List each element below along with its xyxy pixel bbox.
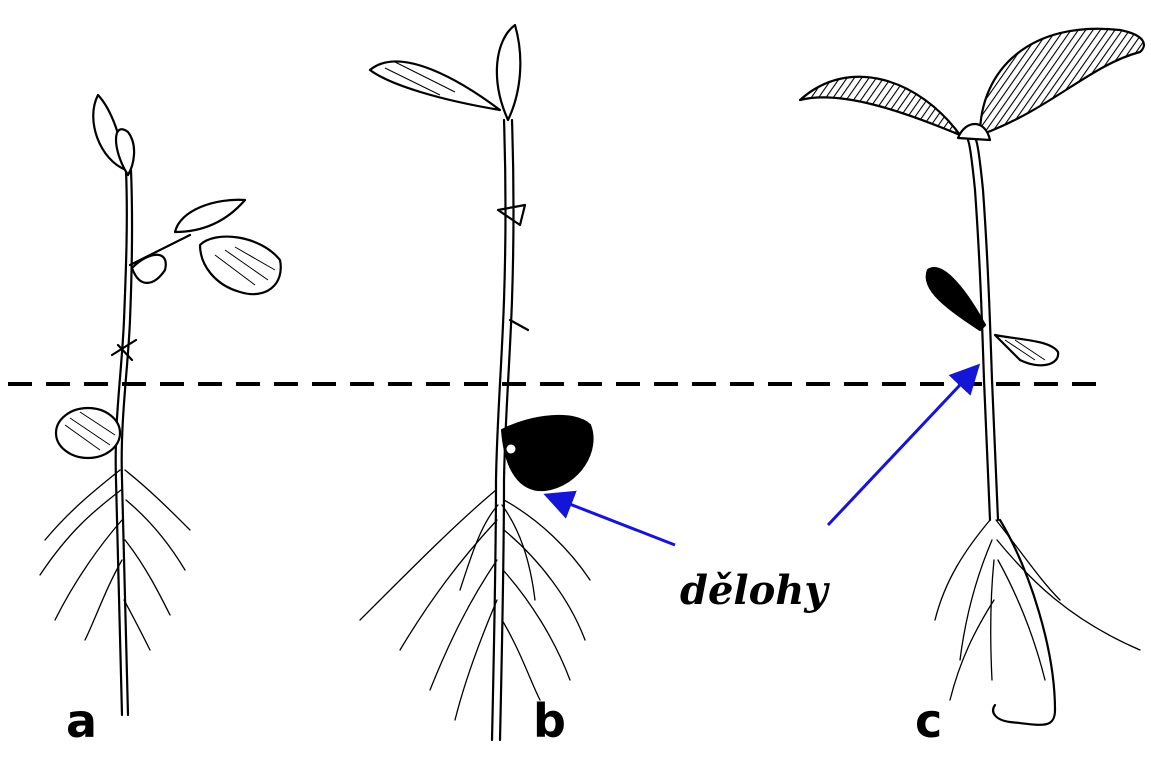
arrow-to-cotyledon-b — [549, 496, 675, 545]
arrow-to-cotyledon-c — [828, 368, 976, 525]
callout-label: dělohy — [680, 567, 830, 614]
seedling-c — [800, 29, 1144, 725]
seedling-a — [40, 95, 281, 715]
panel-label-c: c — [915, 694, 942, 748]
panel-label-a: a — [66, 694, 97, 748]
panel-label-b: b — [533, 694, 566, 748]
